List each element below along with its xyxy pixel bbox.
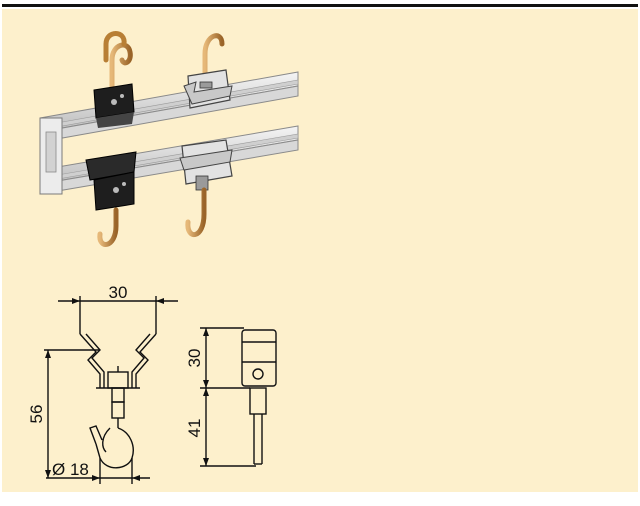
rail-profile-end [39,117,63,195]
lower-left-hook-icon [97,207,119,247]
front-view-drawing [44,296,178,484]
upper-rail [39,71,299,143]
lower-black-hook-clip [85,151,137,247]
upper-black-hook-clip [93,31,135,128]
upper-right-hook-icon [202,33,225,85]
upper-left-hook-icon [109,42,133,95]
dim-width-label: 30 [109,283,128,302]
upper-spring-clip [183,33,233,109]
lower-spring-clip [179,139,233,237]
side-dim-clip-label: 30 [185,349,204,368]
rail-illustration [39,31,299,247]
dim-diameter-label: Ø 18 [52,460,89,479]
lower-right-hook-icon [185,187,207,237]
lower-rail [39,125,299,195]
side-view-drawing [200,327,277,467]
top-rule [2,4,638,7]
side-dim-hook-label: 41 [185,419,204,438]
dim-height-label: 56 [27,405,46,424]
